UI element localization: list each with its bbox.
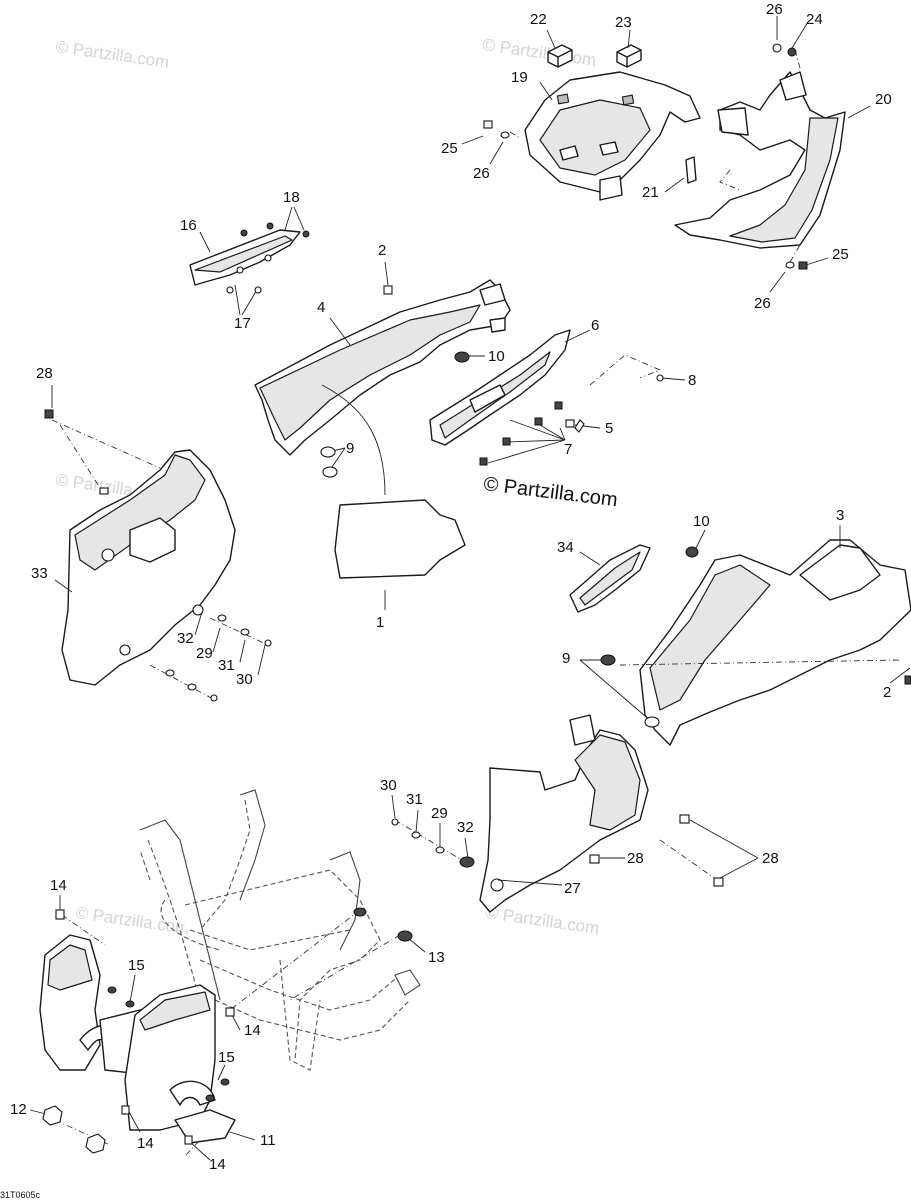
part-27-lower-panel (479, 714, 649, 913)
part-23-pad (616, 44, 642, 68)
callout-13: 13 (428, 949, 445, 966)
callout-5: 5 (605, 420, 613, 437)
callout-10-right: 10 (693, 513, 710, 530)
callout-22: 22 (530, 11, 547, 28)
part-34-small-bracket (569, 544, 651, 613)
callout-11: 11 (260, 1132, 276, 1149)
callout-31-right: 31 (406, 791, 423, 808)
callout-31-left: 31 (218, 657, 235, 674)
fasteners (42, 43, 911, 1154)
part-21-strip (685, 156, 697, 184)
callout-28-left: 28 (36, 365, 53, 382)
callout-10-left: 10 (488, 348, 505, 365)
callout-24: 24 (806, 11, 823, 28)
callout-28-right: 28 (762, 850, 779, 867)
watermark-top-center: © Partzilla.com (481, 35, 597, 70)
callout-12: 12 (10, 1101, 27, 1118)
callout-33: 33 (31, 565, 48, 582)
part-22-pad (547, 44, 573, 68)
callout-30-right: 30 (380, 777, 397, 794)
hidden-lines (51, 49, 901, 1156)
callout-14-mid: 14 (244, 1022, 261, 1039)
callout-7: 7 (564, 441, 572, 458)
callout-21: 21 (642, 184, 659, 201)
callout-14-bottom: 14 (209, 1156, 226, 1173)
callout-29-right: 29 (431, 805, 448, 822)
drawing-code: 31T0605c (0, 1190, 41, 1200)
part-20-rear-fender (674, 71, 846, 249)
callout-29-left: 29 (196, 645, 213, 662)
callout-3: 3 (836, 507, 844, 524)
callout-30-left: 30 (236, 671, 253, 688)
watermark-center: © Partzilla.com (482, 473, 618, 511)
callout-32-left: 32 (177, 630, 194, 647)
callout-25-right: 25 (832, 246, 849, 263)
part-16-bracket (189, 229, 301, 286)
callout-8: 8 (688, 372, 696, 389)
callout-14-left: 14 (137, 1135, 154, 1152)
callout-2-right: 2 (883, 684, 891, 701)
callout-34: 34 (557, 539, 574, 556)
vehicle-frame (139, 789, 421, 1071)
callout-27: 27 (564, 880, 581, 897)
watermark-bottom-right: © Partzilla.com (484, 903, 600, 938)
callout-19: 19 (511, 69, 528, 86)
part-3-right-side-panel (639, 539, 911, 746)
callout-16: 16 (180, 217, 197, 234)
callout-18: 18 (283, 189, 300, 206)
callout-25-left: 25 (441, 140, 458, 157)
part-4-side-panel (254, 279, 511, 456)
part-1-liner (334, 499, 466, 579)
watermark-top-left: © Partzilla.com (54, 37, 170, 72)
callout-4: 4 (317, 299, 325, 316)
callout-9-right: 9 (562, 650, 570, 667)
part-6-mid-bracket (429, 329, 571, 446)
callout-26-top: 26 (766, 1, 783, 18)
callout-1: 1 (376, 614, 384, 631)
callout-26-left: 26 (473, 165, 490, 182)
callout-28-mid: 28 (627, 850, 644, 867)
callout-2-top: 2 (378, 242, 386, 259)
callout-9-left: 9 (346, 440, 354, 457)
part-11-front-guard (39, 934, 236, 1144)
leader-4-to-1 (321, 384, 386, 496)
callout-26-right: 26 (754, 295, 771, 312)
callout-23: 23 (615, 14, 632, 31)
part-19-rear-tray (524, 71, 701, 201)
part-33-front-support (61, 449, 236, 686)
callout-15-bottom: 15 (218, 1049, 235, 1066)
callout-6: 6 (591, 317, 599, 334)
callout-32-right: 32 (457, 819, 474, 836)
callout-14-top: 14 (50, 877, 67, 894)
callout-15-top: 15 (128, 957, 145, 974)
callout-17: 17 (234, 315, 251, 332)
callout-20: 20 (875, 91, 892, 108)
callout-labels: 1 2 2 3 4 5 6 7 8 9 9 10 10 11 12 13 14 … (10, 1, 892, 1173)
